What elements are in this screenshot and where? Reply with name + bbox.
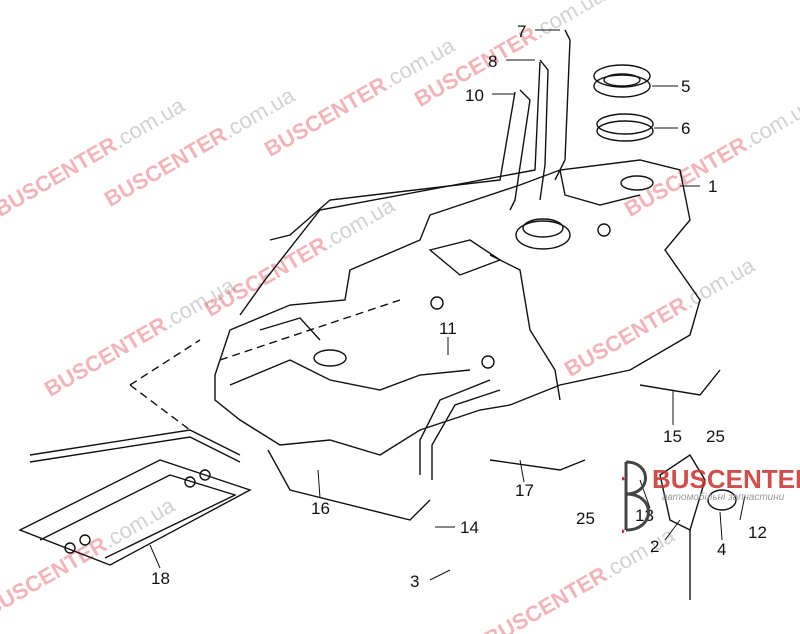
label-part-5: 5 bbox=[681, 77, 690, 96]
logo-name: BUSCENTER bbox=[652, 464, 800, 494]
label-part-16: 16 bbox=[311, 499, 330, 518]
label-part-17: 17 bbox=[515, 481, 534, 500]
fuel-tank bbox=[214, 159, 701, 456]
tank-strap-15 bbox=[639, 369, 721, 396]
logo-tagline: автомобільні запчастини bbox=[662, 492, 785, 503]
logo-b-icon bbox=[622, 460, 650, 534]
bracket-18 bbox=[18, 459, 252, 566]
label-part-11: 11 bbox=[439, 319, 457, 338]
label-part-18: 18 bbox=[151, 569, 170, 588]
label-part-2: 2 bbox=[650, 537, 659, 556]
label-part-3: 3 bbox=[410, 572, 419, 591]
buscenter-logo: BUSCENTER автомобільні запчастини bbox=[622, 458, 800, 538]
label-part-7: 7 bbox=[517, 22, 526, 41]
label-part-6: 6 bbox=[681, 119, 690, 138]
leader-lines bbox=[149, 29, 746, 581]
filler-housing bbox=[659, 454, 737, 600]
tank-strap-17 bbox=[489, 459, 586, 471]
dashed-guide bbox=[129, 299, 401, 431]
lock-ring bbox=[593, 64, 651, 98]
label-part-12: 12 bbox=[748, 523, 767, 542]
label-part-25: 25 bbox=[576, 509, 595, 528]
label-part-10: 10 bbox=[465, 86, 484, 105]
fuel-lines bbox=[29, 29, 571, 480]
label-part-25: 25 bbox=[706, 427, 725, 446]
label-part-14: 14 bbox=[460, 518, 479, 537]
label-part-4: 4 bbox=[717, 540, 726, 559]
label-part-15: 15 bbox=[663, 427, 682, 446]
seal-ring bbox=[596, 113, 654, 142]
tank-strap-16 bbox=[267, 449, 431, 521]
label-part-8: 8 bbox=[488, 52, 497, 71]
label-part-1: 1 bbox=[708, 177, 717, 196]
